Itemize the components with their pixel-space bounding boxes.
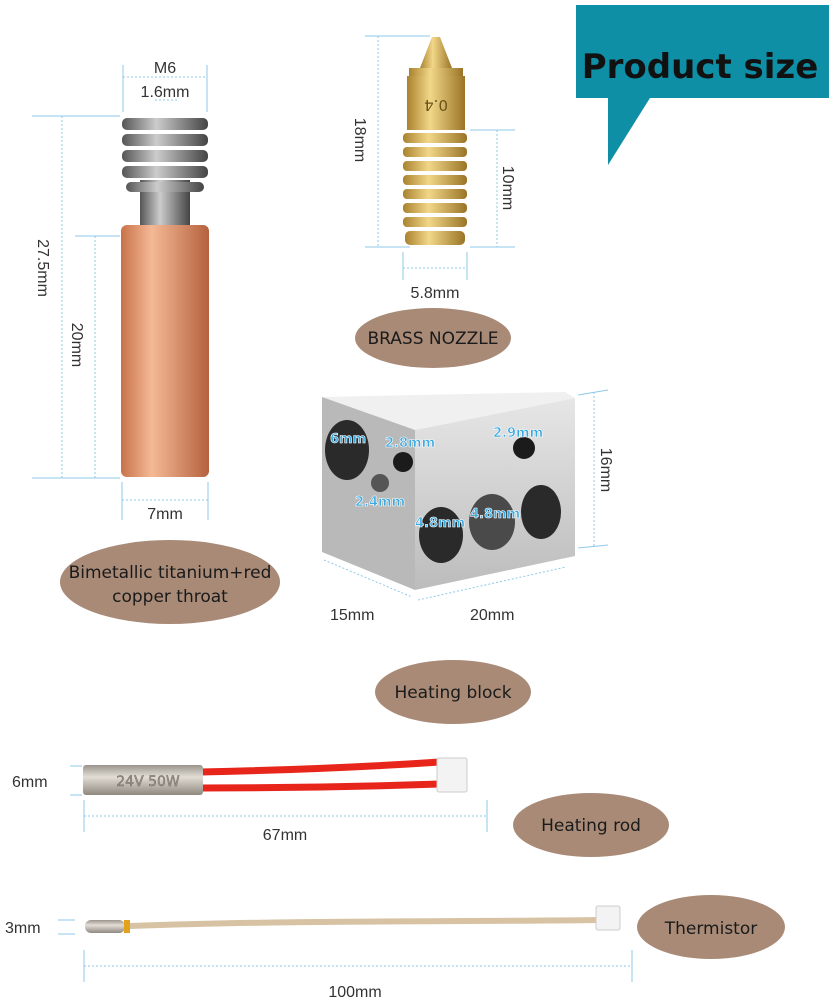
nozzle-length-label: 18mm [351,118,368,162]
copper-length-label: 20mm [68,323,85,367]
thermistor-length-label: 100mm [328,984,381,1000]
block-height-label: 16mm [597,448,614,492]
throat-illustration [121,118,209,477]
nozzle-engraving: 0.4 [424,96,448,114]
thermistor-label: Thermistor [664,919,758,939]
hole-4-8mm-right-label: 4.8mm [470,507,520,522]
heating-rod-diameter-label: 6mm [12,774,48,791]
product-size-banner: Product size [576,5,829,165]
heating-rod-label-pill: Heating rod [513,793,669,857]
block-depth-label: 15mm [330,607,374,624]
throat-dimensions: M6 1.6mm 27.5mm 20mm 7mm [32,60,209,523]
hole-2-9mm-label: 2.9mm [493,426,543,441]
heating-block-illustration [322,392,575,590]
heating-rod-illustration: 24V 50W [83,757,468,795]
heating-block-label: Heating block [394,683,511,703]
nozzle-illustration: 0.4 [403,37,467,245]
throat-label-line1: Bimetallic titanium+red [69,563,272,583]
throat-length-label: 27.5mm [34,239,51,297]
thermistor-label-pill: Thermistor [637,895,785,959]
thermistor-diameter-label: 3mm [5,920,41,937]
nozzle-dimensions: 18mm 10mm 5.8mm [351,35,516,302]
throat-bore-label: 1.6mm [141,84,190,101]
heating-rod-marking: 24V 50W [116,774,180,790]
thermistor-dimensions: 3mm 100mm [5,919,633,1000]
heating-rod-dimensions: 6mm 67mm [12,765,488,844]
throat-label-line2: copper throat [112,587,228,607]
nozzle-label: BRASS NOZZLE [367,329,498,349]
hole-2-4mm-label: 2.4mm [355,495,405,510]
heating-rod-label: Heating rod [541,816,641,836]
nozzle-label-pill: BRASS NOZZLE [355,308,511,368]
banner-title: Product size [582,47,819,87]
hole-6mm-label: 6mm [330,432,366,447]
heating-block-dimensions: 6mm 2.8mm 2.9mm 2.4mm 4.8mm 4.8mm 16mm 1… [323,389,614,624]
block-width-label: 20mm [470,607,514,624]
nozzle-thread-length-label: 10mm [499,166,516,210]
throat-label-pill: Bimetallic titanium+red copper throat [60,540,280,624]
heating-block-label-pill: Heating block [375,660,531,724]
throat-diameter-label: 7mm [147,506,183,523]
hole-4-8mm-left-label: 4.8mm [415,516,465,531]
heating-rod-length-label: 67mm [263,827,307,844]
throat-thread-label: M6 [154,60,176,77]
nozzle-width-label: 5.8mm [411,285,460,302]
thermistor-illustration [85,905,621,933]
hole-2-8mm-label: 2.8mm [385,436,435,451]
